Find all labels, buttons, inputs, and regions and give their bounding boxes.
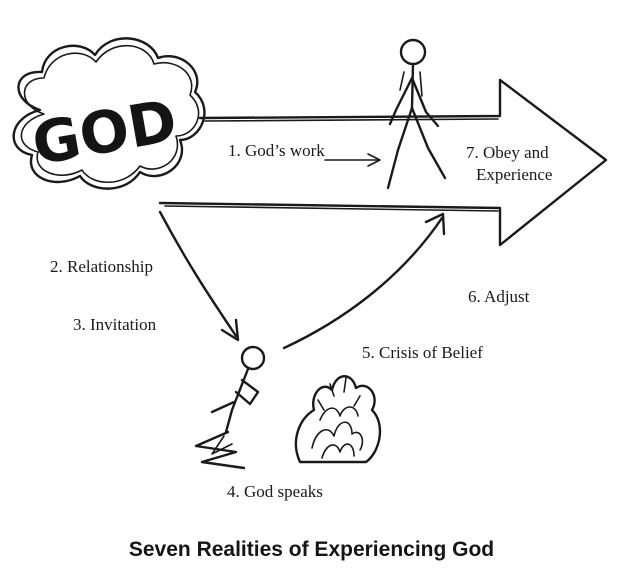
step-6-label: 6. Adjust — [468, 287, 530, 306]
step-2-label: 2. Relationship — [50, 257, 153, 276]
step-5-label: 5. Crisis of Belief — [362, 343, 483, 362]
main-arrow-icon — [158, 78, 608, 247]
kneeling-stick-figure-icon — [194, 345, 266, 470]
step-7-label-line1: 7. Obey and — [466, 143, 549, 162]
burning-bush-icon — [294, 375, 382, 464]
step-3-label: 3. Invitation — [73, 315, 157, 334]
crisis-arrow-icon — [282, 212, 446, 350]
step-1-label: 1. God’s work — [228, 141, 325, 160]
relationship-arrow-icon — [158, 210, 240, 342]
walking-stick-figure-icon — [386, 38, 447, 190]
small-arrow-icon — [324, 153, 381, 167]
cloud-icon: GOD — [12, 37, 206, 190]
step-7-label-line2: Experience — [476, 165, 552, 184]
diagram-caption: Seven Realities of Experiencing God — [128, 538, 495, 561]
step-4-label: 4. God speaks — [227, 482, 323, 501]
god-label: GOD — [27, 86, 182, 178]
